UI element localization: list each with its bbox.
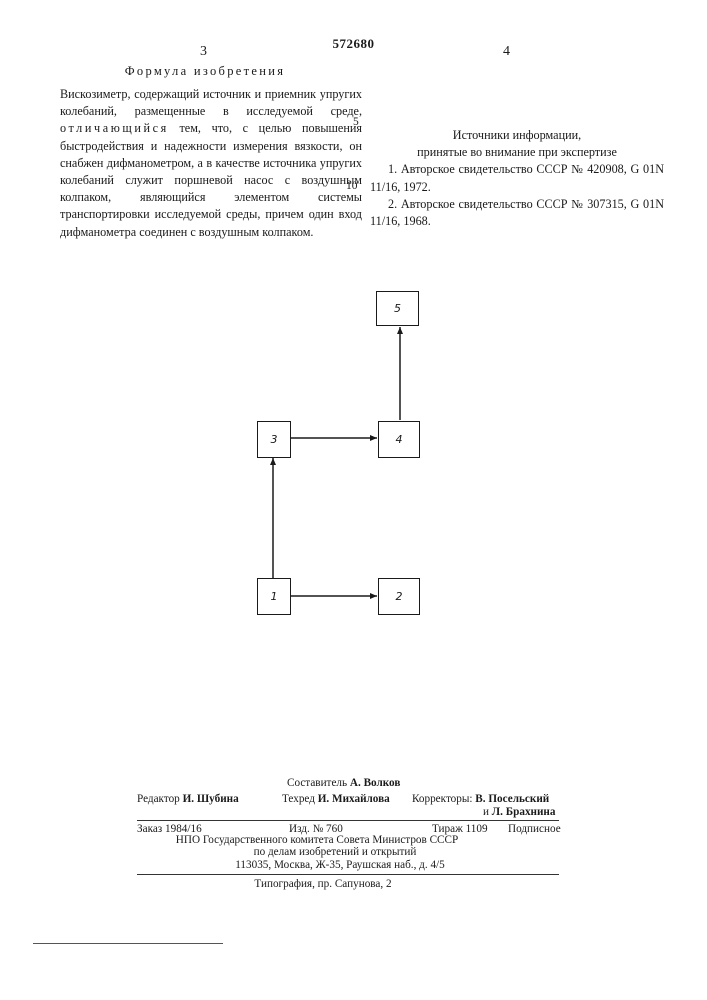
corrector-1: В. Посельский (475, 793, 549, 805)
block-1: 1 (257, 578, 291, 615)
correctors-label: Корректоры: (412, 793, 473, 805)
compiler-name: А. Волков (350, 777, 401, 789)
correctors-line: Корректоры: В. Посельский (412, 793, 549, 807)
block-4-label: 4 (396, 433, 403, 446)
compiler-label: Составитель (287, 777, 347, 789)
corrector-2: Л. Брахнина (492, 806, 556, 818)
block-5-label: 5 (394, 302, 401, 315)
editor-name: И. Шубина (183, 793, 239, 805)
techred-label: Техред (282, 793, 315, 805)
footer-rule (137, 820, 559, 821)
scan-artifact-line (33, 943, 223, 944)
techred-name: И. Михайлова (318, 793, 390, 805)
techred-line: Техред И. Михайлова (282, 793, 390, 807)
corrector-2-prefix: и (483, 806, 489, 818)
block-3: 3 (257, 421, 291, 458)
block-5: 5 (376, 291, 419, 326)
block-2-label: 2 (396, 590, 403, 603)
compiler-line: Составитель А. Волков (287, 777, 400, 791)
block-3-label: 3 (271, 433, 278, 446)
block-2: 2 (378, 578, 420, 615)
publisher-address: 113035, Москва, Ж-35, Раушская наб., д. … (137, 859, 559, 873)
block-1-label: 1 (271, 590, 278, 603)
printer: Типография, пр. Сапунова, 2 (137, 878, 559, 892)
block-4: 4 (378, 421, 420, 458)
footer-rule-2 (137, 874, 559, 875)
corrector-2-line: и Л. Брахнина (483, 806, 555, 820)
publisher-line-2: по делам изобретений и открытий (137, 846, 559, 860)
editor-label: Редактор (137, 793, 180, 805)
editor-line: Редактор И. Шубина (137, 793, 239, 807)
